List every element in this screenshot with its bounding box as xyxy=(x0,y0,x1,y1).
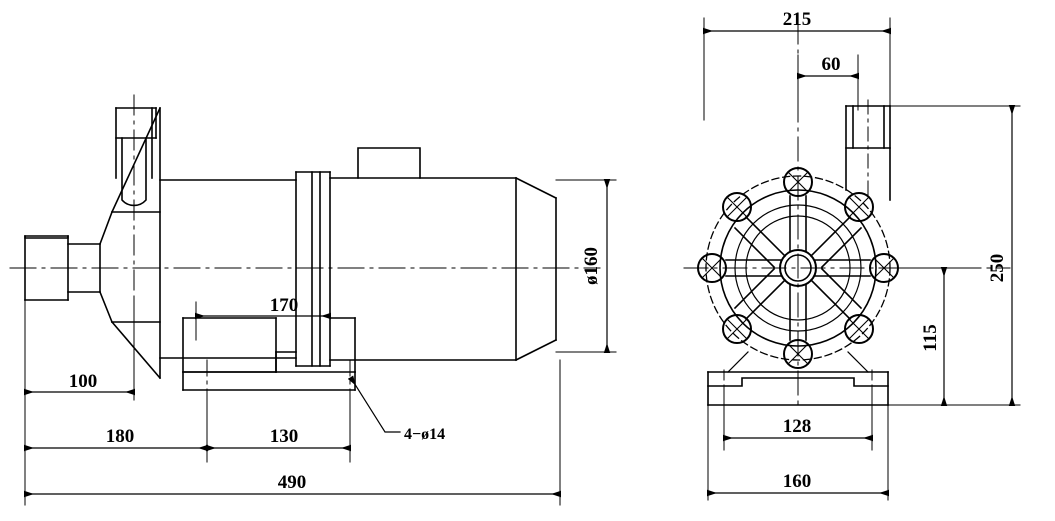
dim-label-128: 128 xyxy=(783,416,812,437)
dim-label-160b: 160 xyxy=(783,471,812,492)
dim-label-160: ø160 xyxy=(581,247,602,285)
dim-label-100: 100 xyxy=(69,371,98,392)
side-elevation-geometry xyxy=(9,94,601,463)
callout-label-bolt-holes: 4−ø14 xyxy=(404,426,445,443)
suction-flange-face xyxy=(24,235,69,239)
dim-label-490: 490 xyxy=(278,472,307,493)
terminal-box xyxy=(357,147,421,179)
bolt-boss xyxy=(722,192,752,222)
dim-label-115: 115 xyxy=(920,324,941,351)
dim-label-250: 250 xyxy=(987,254,1008,283)
radial-rib-group xyxy=(725,195,871,341)
bolt-boss-group xyxy=(697,167,899,369)
fan-cover-upper-taper xyxy=(514,176,558,200)
leader-foot-left xyxy=(727,351,749,373)
leader-bolt-callout xyxy=(347,375,401,433)
dim-label-170: 170 xyxy=(270,295,299,316)
fan-cover-lower-taper xyxy=(514,338,558,362)
front-elevation-geometry xyxy=(683,19,1011,411)
bolt-boss xyxy=(844,314,874,344)
dim-label-215: 215 xyxy=(783,9,812,30)
dim-label-180: 180 xyxy=(106,426,135,447)
volute-lower-taper xyxy=(98,290,114,324)
bolt-boss xyxy=(722,314,752,344)
dimension-text-layer: 170 100 180 130 490 ø160 4−ø14 215 60 12… xyxy=(69,9,1008,493)
leader-foot-right xyxy=(847,351,869,373)
dim-label-130: 130 xyxy=(270,426,299,447)
bolt-boss xyxy=(844,192,874,222)
volute-upper-taper xyxy=(98,210,114,246)
front-view-dimension-lines xyxy=(703,17,1021,501)
volute-lower-diagonal xyxy=(110,320,162,380)
dim-label-60: 60 xyxy=(822,54,841,75)
side-view-dimension-lines xyxy=(24,179,617,506)
